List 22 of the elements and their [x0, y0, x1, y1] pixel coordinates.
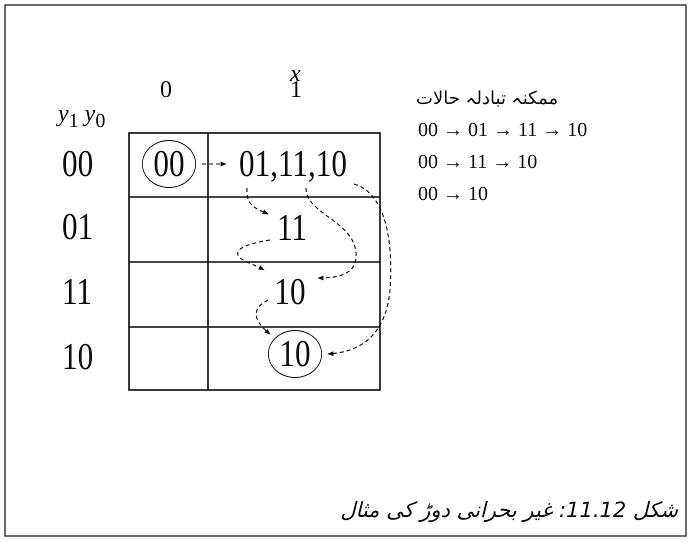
transition-sequence: 00 → 10 [418, 184, 488, 204]
row-header: 11 [62, 273, 92, 311]
dashed-arrow [327, 183, 392, 356]
next-state-text: 11 [272, 204, 312, 252]
list-heading: ممکنہ تبادلہ حالات [416, 90, 558, 108]
row-header: 10 [62, 338, 94, 376]
column-header: 0 [160, 78, 172, 102]
variable-label: y$_{1}$ y$_{0}$ [58, 102, 106, 131]
next-state-text: 10 [267, 268, 313, 316]
transition-sequence: 00 → 11 → 10 [418, 152, 538, 172]
next-state-text: 01,11,10 [238, 140, 348, 188]
circled-state: 10 [268, 330, 322, 378]
figure-caption: شکل 11.12: غیر بحرانی دوڑ کی مثال [340, 500, 678, 521]
dashed-arrow [237, 239, 270, 270]
circled-state: 00 [142, 140, 196, 188]
dashed-arrow [256, 300, 270, 334]
transition-sequence: 00 → 01 → 11 → 10 [418, 120, 588, 140]
row-header: 00 [62, 145, 94, 183]
dashed-arrow [246, 188, 269, 214]
dashed-arrow [305, 188, 357, 280]
row-header: 01 [62, 208, 94, 246]
dashed-arrow [202, 162, 227, 166]
